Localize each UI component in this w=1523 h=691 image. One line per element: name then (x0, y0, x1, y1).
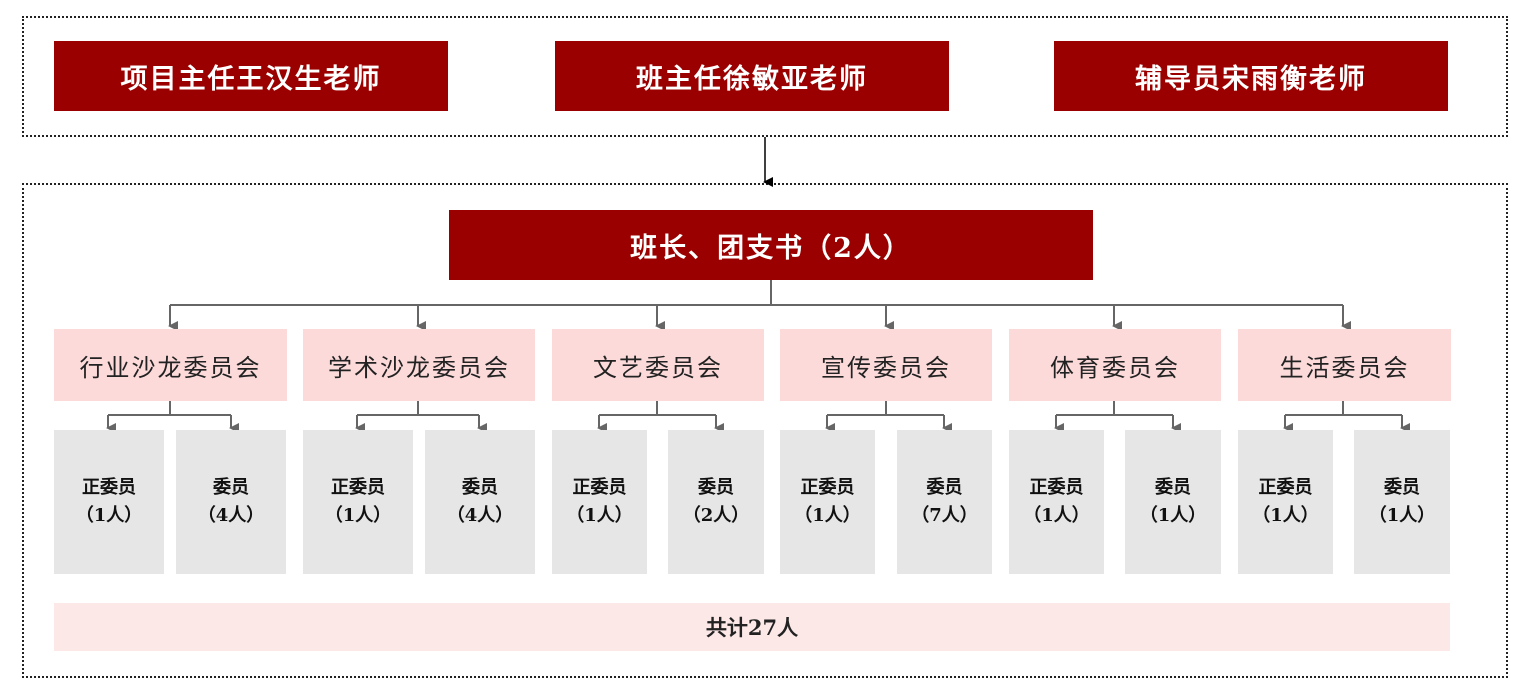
committee-label: 宣传委员会 (821, 353, 951, 382)
member-role: 正委员 (1029, 477, 1084, 498)
member-role: 委员 (462, 477, 498, 498)
member-count: （1人） (1368, 505, 1436, 526)
committee-box: 行业沙龙委员会 (54, 329, 287, 401)
member-box: 正委员 （1人） (303, 430, 413, 574)
member-role: 正委员 (572, 477, 627, 498)
member-count: （1人） (1139, 505, 1207, 526)
member-box: 委员 （2人） (668, 430, 764, 574)
member-box: 正委员 （1人） (1009, 430, 1104, 574)
member-box: 委员 （7人） (897, 430, 992, 574)
member-count: （1人） (75, 505, 143, 526)
member-box: 委员 （1人） (1354, 430, 1450, 574)
committee-box: 宣传委员会 (780, 329, 992, 401)
total-bar: 共计27人 (54, 603, 1450, 651)
member-count: （1人） (1023, 505, 1090, 526)
leadership-frame (22, 16, 1508, 137)
member-role: 委员 (698, 477, 734, 498)
member-count: （4人） (446, 505, 514, 526)
member-box: 正委员 （1人） (780, 430, 875, 574)
committee-box: 学术沙龙委员会 (303, 329, 535, 401)
leader-box-project-director: 项目主任王汉生老师 (54, 41, 448, 111)
committee-label: 学术沙龙委员会 (328, 353, 510, 382)
total-label: 共计27人 (705, 615, 799, 640)
committee-label: 体育委员会 (1050, 353, 1180, 382)
leader-box-head-teacher: 班主任徐敏亚老师 (555, 41, 949, 111)
member-role: 正委员 (800, 477, 855, 498)
member-box: 委员 （4人） (176, 430, 286, 574)
member-role: 委员 (1155, 477, 1191, 498)
committee-label: 生活委员会 (1279, 353, 1410, 382)
member-count: （1人） (794, 505, 861, 526)
member-role: 委员 (926, 477, 963, 498)
member-role: 委员 (1384, 477, 1420, 498)
member-count: （4人） (197, 505, 265, 526)
member-role: 正委员 (1258, 477, 1313, 498)
leader-box-counselor: 辅导员宋雨衡老师 (1054, 41, 1448, 111)
committee-box: 生活委员会 (1238, 329, 1451, 401)
leader-label: 班主任徐敏亚老师 (636, 63, 868, 95)
committee-label: 文艺委员会 (593, 353, 723, 382)
committee-label: 行业沙龙委员会 (79, 353, 262, 382)
member-box: 正委员 （1人） (552, 430, 647, 574)
member-count: （2人） (682, 505, 750, 526)
member-count: （1人） (324, 505, 392, 526)
committee-box: 文艺委员会 (552, 329, 764, 401)
member-count: （7人） (911, 505, 978, 526)
class-monitor-box: 班长、团支书（2人） (449, 210, 1093, 280)
member-count: （1人） (1252, 505, 1319, 526)
member-box: 正委员 （1人） (54, 430, 164, 574)
tree-lines (106, 280, 1410, 433)
member-box: 委员 （4人） (425, 430, 535, 574)
leader-label: 项目主任王汉生老师 (120, 63, 382, 95)
member-role: 正委员 (82, 477, 136, 498)
leader-label: 辅导员宋雨衡老师 (1135, 63, 1367, 95)
member-role: 正委员 (331, 477, 385, 498)
member-box: 正委员 （1人） (1238, 430, 1333, 574)
member-box: 委员 （1人） (1125, 430, 1221, 574)
class-monitor-label: 班长、团支书（2人） (630, 232, 912, 264)
committee-box: 体育委员会 (1009, 329, 1221, 401)
member-count: （1人） (566, 505, 633, 526)
member-role: 委员 (213, 477, 249, 498)
